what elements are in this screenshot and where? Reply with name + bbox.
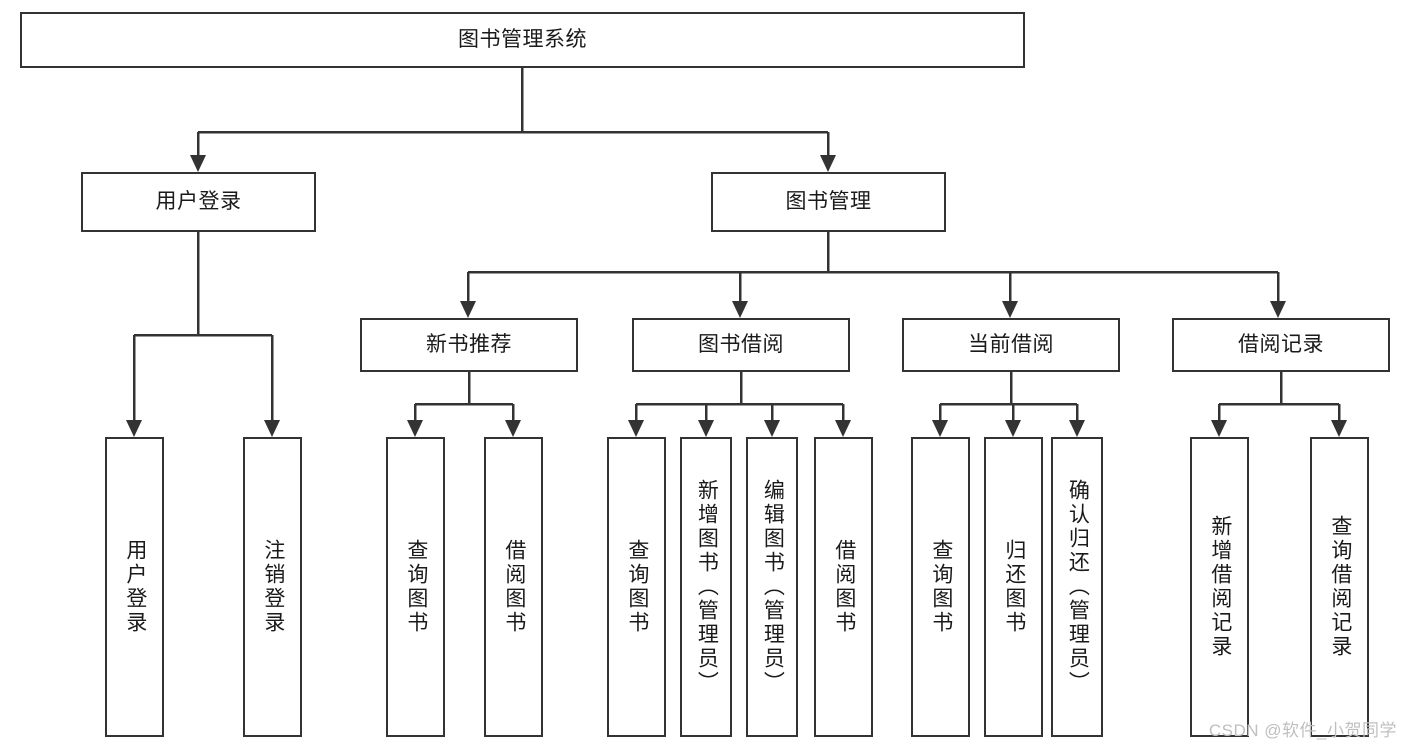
node-label: 用户登录 — [155, 189, 242, 213]
group-0-arrow-1-head — [505, 420, 521, 437]
group-1-arrow-3-head — [835, 420, 851, 437]
node-label: 新书推荐 — [426, 332, 512, 356]
node-label: 注销登录 — [261, 539, 285, 635]
node-label: 图书借阅 — [698, 332, 784, 356]
group-2-arrow-2-head — [1069, 420, 1085, 437]
node-leaf-12[interactable]: 查询借阅记录 — [1310, 437, 1369, 737]
node-label: 图书管理系统 — [458, 27, 587, 51]
node-leaf-9[interactable]: 归还图书 — [984, 437, 1043, 737]
books-arrow-0-head — [460, 301, 476, 318]
node-label: 借阅图书 — [502, 539, 526, 635]
node-leaf-7[interactable]: 借阅图书 — [814, 437, 873, 737]
node-label: 归还图书 — [1002, 539, 1026, 635]
node-leaf-10[interactable]: 确认归还（管理员） — [1051, 437, 1103, 737]
group-2-arrow-1-head — [1005, 420, 1021, 437]
group-3-arrow-0-head — [1211, 420, 1227, 437]
node-level2-1[interactable]: 图书管理 — [711, 172, 946, 232]
login-arrow-1-head — [264, 420, 280, 437]
node-label: 查询图书 — [625, 539, 649, 635]
node-label: 查询图书 — [929, 539, 953, 635]
node-level3-2[interactable]: 当前借阅 — [902, 318, 1120, 372]
node-leaf-8[interactable]: 查询图书 — [911, 437, 970, 737]
node-label: 图书管理 — [785, 189, 872, 213]
node-label: 借阅图书 — [832, 539, 856, 635]
group-1-arrow-2-head — [764, 420, 780, 437]
books-arrow-3-head — [1270, 301, 1286, 318]
node-level3-0[interactable]: 新书推荐 — [360, 318, 578, 372]
node-label: 当前借阅 — [968, 332, 1054, 356]
node-leaf-0[interactable]: 用户登录 — [105, 437, 164, 737]
node-leaf-4[interactable]: 查询图书 — [607, 437, 666, 737]
node-leaf-1[interactable]: 注销登录 — [243, 437, 302, 737]
node-label: 新增借阅记录 — [1208, 515, 1232, 659]
login-arrow-0-head — [126, 420, 142, 437]
node-leaf-5[interactable]: 新增图书（管理员） — [680, 437, 732, 737]
group-1-arrow-0-head — [628, 420, 644, 437]
books-arrow-2-head — [1002, 301, 1018, 318]
group-3-arrow-1-head — [1331, 420, 1347, 437]
books-arrow-1-head — [732, 301, 748, 318]
node-label: 查询借阅记录 — [1328, 515, 1352, 659]
node-label: 借阅记录 — [1238, 332, 1324, 356]
node-label: 新增图书（管理员） — [695, 479, 719, 695]
group-1-arrow-1-head — [698, 420, 714, 437]
root-arrow-1-head — [820, 155, 836, 172]
node-label: 编辑图书（管理员） — [761, 479, 785, 695]
node-level3-1[interactable]: 图书借阅 — [632, 318, 850, 372]
node-leaf-6[interactable]: 编辑图书（管理员） — [746, 437, 798, 737]
node-leaf-2[interactable]: 查询图书 — [386, 437, 445, 737]
node-root[interactable]: 图书管理系统 — [20, 12, 1025, 68]
node-label: 查询图书 — [404, 539, 428, 635]
node-level2-0[interactable]: 用户登录 — [81, 172, 316, 232]
node-leaf-3[interactable]: 借阅图书 — [484, 437, 543, 737]
group-0-arrow-0-head — [407, 420, 423, 437]
root-arrow-0-head — [190, 155, 206, 172]
node-label: 用户登录 — [123, 539, 147, 635]
node-label: 确认归还（管理员） — [1066, 479, 1090, 695]
node-leaf-11[interactable]: 新增借阅记录 — [1190, 437, 1249, 737]
node-level3-3[interactable]: 借阅记录 — [1172, 318, 1390, 372]
group-2-arrow-0-head — [932, 420, 948, 437]
